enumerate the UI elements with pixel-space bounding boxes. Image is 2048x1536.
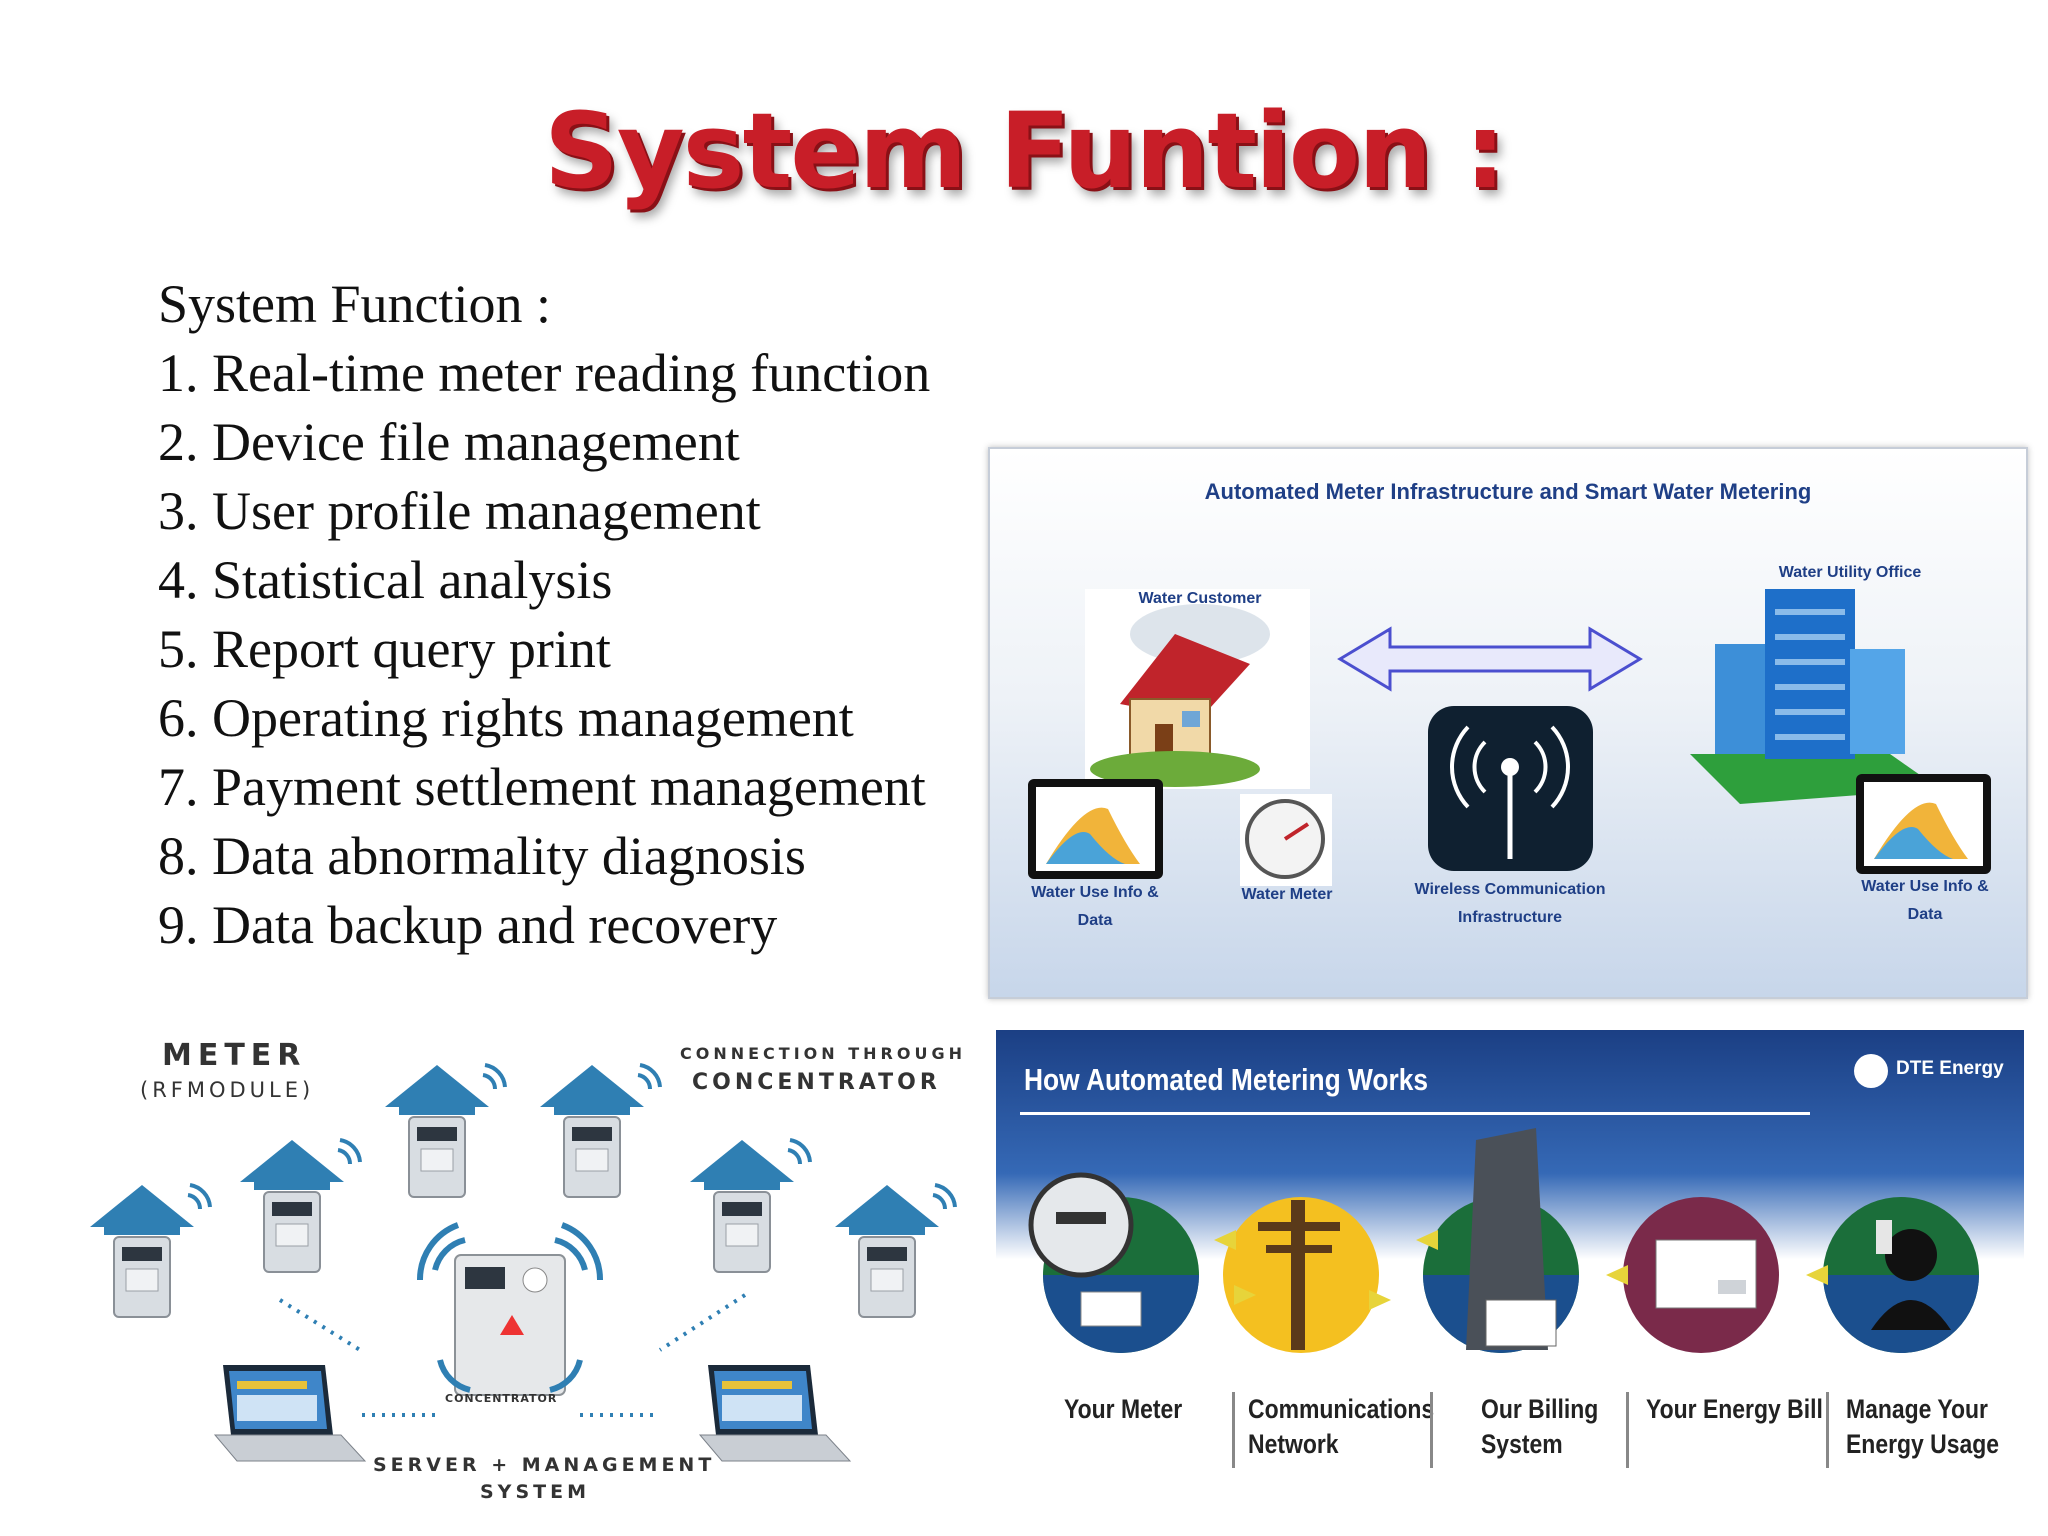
list-item: 2. Device file management xyxy=(158,412,740,472)
meter-network-diagram: METER (RFMODULE) CONNECTION THROUGH CONC… xyxy=(80,1030,980,1510)
meter-sub-label: (RFMODULE) xyxy=(140,1078,315,1102)
house-meter-icon xyxy=(688,1138,812,1274)
water-use-info-left-label: Water Use Info & Data xyxy=(1031,884,1159,929)
house-icon xyxy=(1085,589,1310,789)
tablet-chart-icon xyxy=(1856,774,1991,874)
ami-diagram-title: Automated Meter Infrastructure and Smart… xyxy=(1204,479,1812,504)
water-utility-office-label: Water Utility Office xyxy=(1778,564,1922,581)
list-item: 1. Real-time meter reading function xyxy=(158,343,931,403)
list-item: 6. Operating rights management xyxy=(158,688,854,748)
page-title: System Funtion : xyxy=(543,90,1506,212)
water-meter-gauge-icon xyxy=(1240,794,1332,886)
list-item: 5. Report query print xyxy=(158,619,611,679)
list-item: 9. Data backup and recovery xyxy=(158,895,778,955)
step-label-communications-network: Communications Network xyxy=(1248,1394,1435,1459)
connection-label-line1: CONNECTION THROUGH xyxy=(680,1044,966,1063)
double-arrow-icon xyxy=(1337,626,1643,692)
dte-logo-icon xyxy=(1854,1054,1888,1088)
step-label-energy-bill: Your Energy Bill xyxy=(1646,1394,1823,1424)
server-label-line1: SERVER + MANAGEMENT xyxy=(373,1454,716,1476)
list-item: 7. Payment settlement management xyxy=(158,757,926,817)
water-meter-label: Water Meter xyxy=(1241,886,1333,903)
house-meter-icon xyxy=(88,1183,212,1319)
billing-building-icon xyxy=(1423,1128,1579,1353)
concentrator-icon xyxy=(416,1222,604,1396)
manage-usage-icon xyxy=(1823,1197,1979,1353)
utility-pole-icon xyxy=(1223,1197,1379,1353)
step-separator xyxy=(1232,1392,1235,1468)
dte-panel-title: How Automated Metering Works xyxy=(1024,1062,1429,1097)
ami-diagram-panel: Automated Meter Infrastructure and Smart… xyxy=(988,447,2028,999)
water-customer-label: Water Customer xyxy=(1138,590,1262,607)
water-use-info-right-label: Water Use Info & Data xyxy=(1861,878,1989,923)
house-meter-icon xyxy=(833,1183,957,1319)
step-separator xyxy=(1626,1392,1629,1468)
dte-steps-illustration xyxy=(1028,1128,1979,1353)
meter-network-illustration xyxy=(88,1063,957,1462)
dte-logo-label: DTE Energy xyxy=(1896,1058,2004,1079)
step-separator xyxy=(1430,1392,1433,1468)
list-item: 8. Data abnormality diagnosis xyxy=(158,826,806,886)
function-list-heading: System Function : xyxy=(158,274,552,334)
tablet-chart-icon xyxy=(1028,779,1163,879)
function-list: System Function : 1. Real-time meter rea… xyxy=(158,270,930,960)
step-separator xyxy=(1826,1392,1829,1468)
house-meter-icon xyxy=(238,1138,362,1274)
meter-label: METER xyxy=(162,1038,307,1073)
energy-bill-icon xyxy=(1623,1197,1779,1353)
server-label-line2: SYSTEM xyxy=(480,1481,590,1503)
meter-icon xyxy=(1028,1172,1199,1353)
concentrator-label: CONCENTRATOR xyxy=(445,1392,558,1405)
connection-label-line2: CONCENTRATOR xyxy=(692,1070,941,1095)
flow-arrows xyxy=(1214,1230,1828,1310)
ami-illustration xyxy=(1028,589,1991,886)
laptop-icon xyxy=(214,1364,366,1462)
title-underline xyxy=(1020,1112,1810,1115)
dte-metering-panel: How Automated Metering Works DTE Energy xyxy=(996,1030,2024,1508)
list-item: 4. Statistical analysis xyxy=(158,550,613,610)
dotted-arrows xyxy=(278,1293,747,1417)
step-label-billing-system: Our Billing System xyxy=(1481,1394,1599,1459)
laptop-icon xyxy=(699,1364,851,1462)
house-meter-icon xyxy=(538,1063,662,1199)
house-meter-icon xyxy=(383,1063,507,1199)
list-item: 3. User profile management xyxy=(158,481,761,541)
step-label-manage-usage: Manage Your Energy Usage xyxy=(1846,1394,2000,1459)
office-building-icon xyxy=(1690,589,1940,804)
wireless-icon xyxy=(1428,706,1593,871)
step-label-your-meter: Your Meter xyxy=(1064,1394,1183,1424)
wireless-label: Wireless Communication Infrastructure xyxy=(1414,881,1606,926)
